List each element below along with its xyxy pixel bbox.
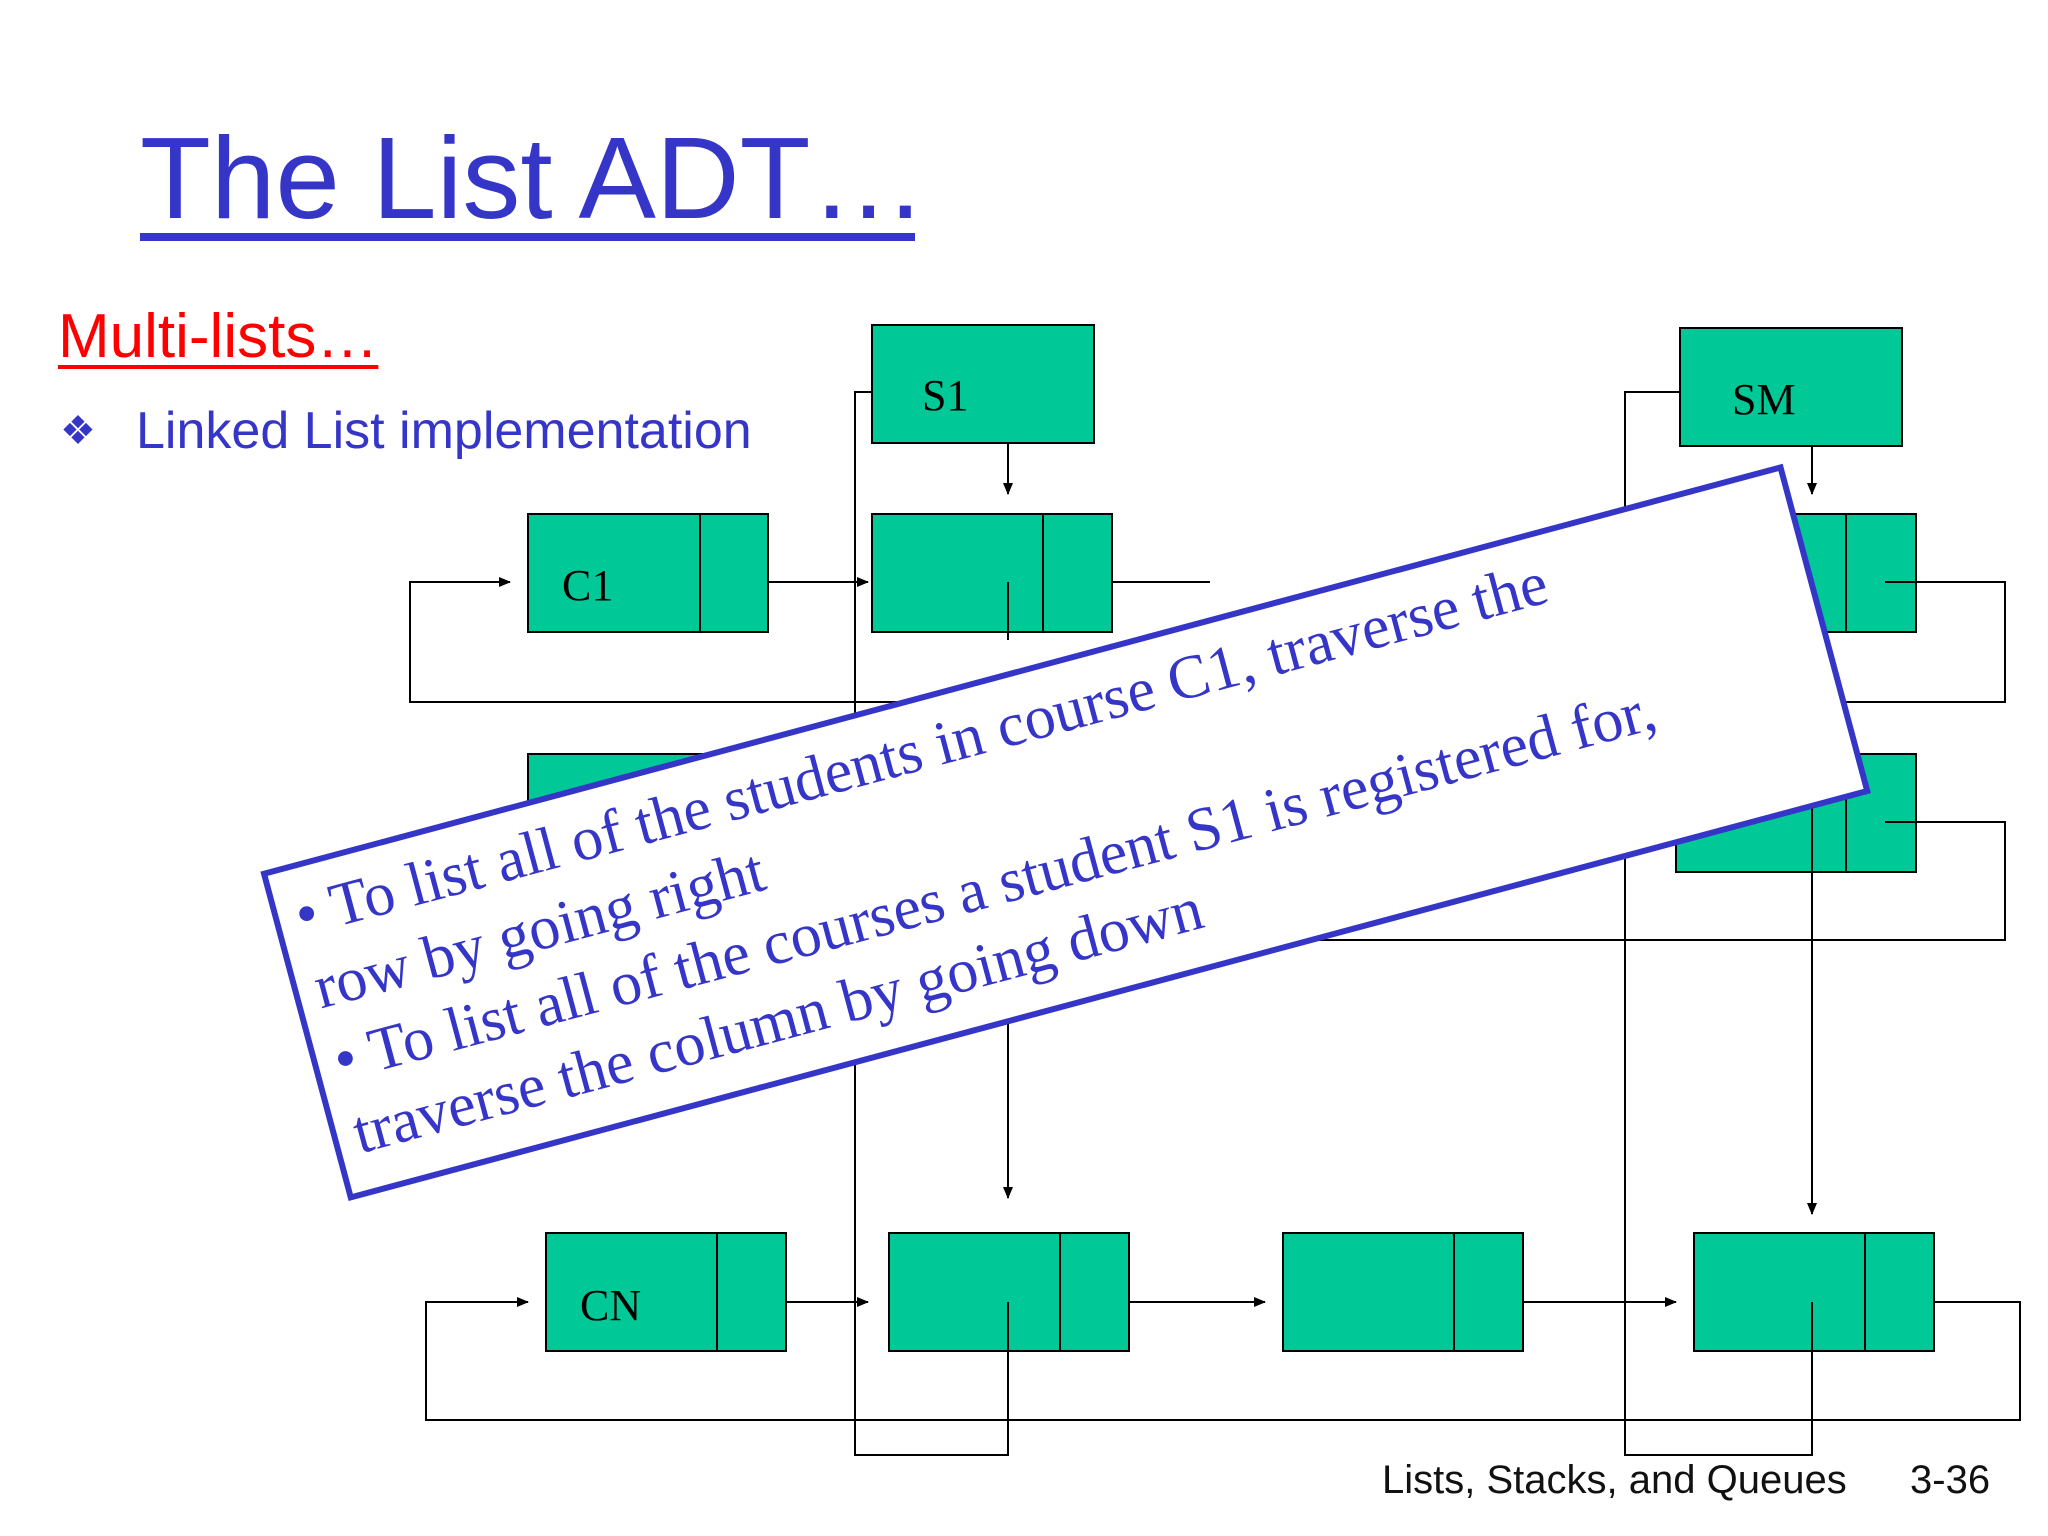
node-cn-mid: [1282, 1232, 1524, 1352]
node-c1-s1: [871, 513, 1113, 633]
sm-col-loop: [1624, 387, 1813, 1456]
slide-title: The List ADT…: [140, 113, 927, 243]
header-node-cn: [545, 1232, 787, 1352]
node-cn-sm: [1693, 1232, 1935, 1352]
title-underline: [140, 233, 915, 241]
diamond-bullet-icon: ❖: [60, 409, 96, 453]
label-cn: CN: [580, 1281, 641, 1330]
label-c1: C1: [562, 561, 613, 610]
header-node-sm: [1679, 327, 1903, 447]
header-node-s1: [871, 324, 1095, 444]
row2-loop: [1080, 821, 2006, 941]
bullet-text: Linked List implementation: [136, 402, 752, 460]
footer-slide-number: 3-36: [1910, 1458, 1991, 1502]
rowN-loop: [425, 1297, 2021, 1421]
callout-frame: [260, 463, 1871, 1202]
label-s1: S1: [922, 371, 968, 420]
bullet-item: ❖ Linked List implementation: [60, 405, 752, 457]
section-heading: Multi-lists…: [58, 302, 379, 371]
header-node-c1: [527, 513, 769, 633]
label-sm: SM: [1732, 375, 1796, 424]
footer-course-title: Lists, Stacks, and Queues: [1382, 1458, 1847, 1502]
